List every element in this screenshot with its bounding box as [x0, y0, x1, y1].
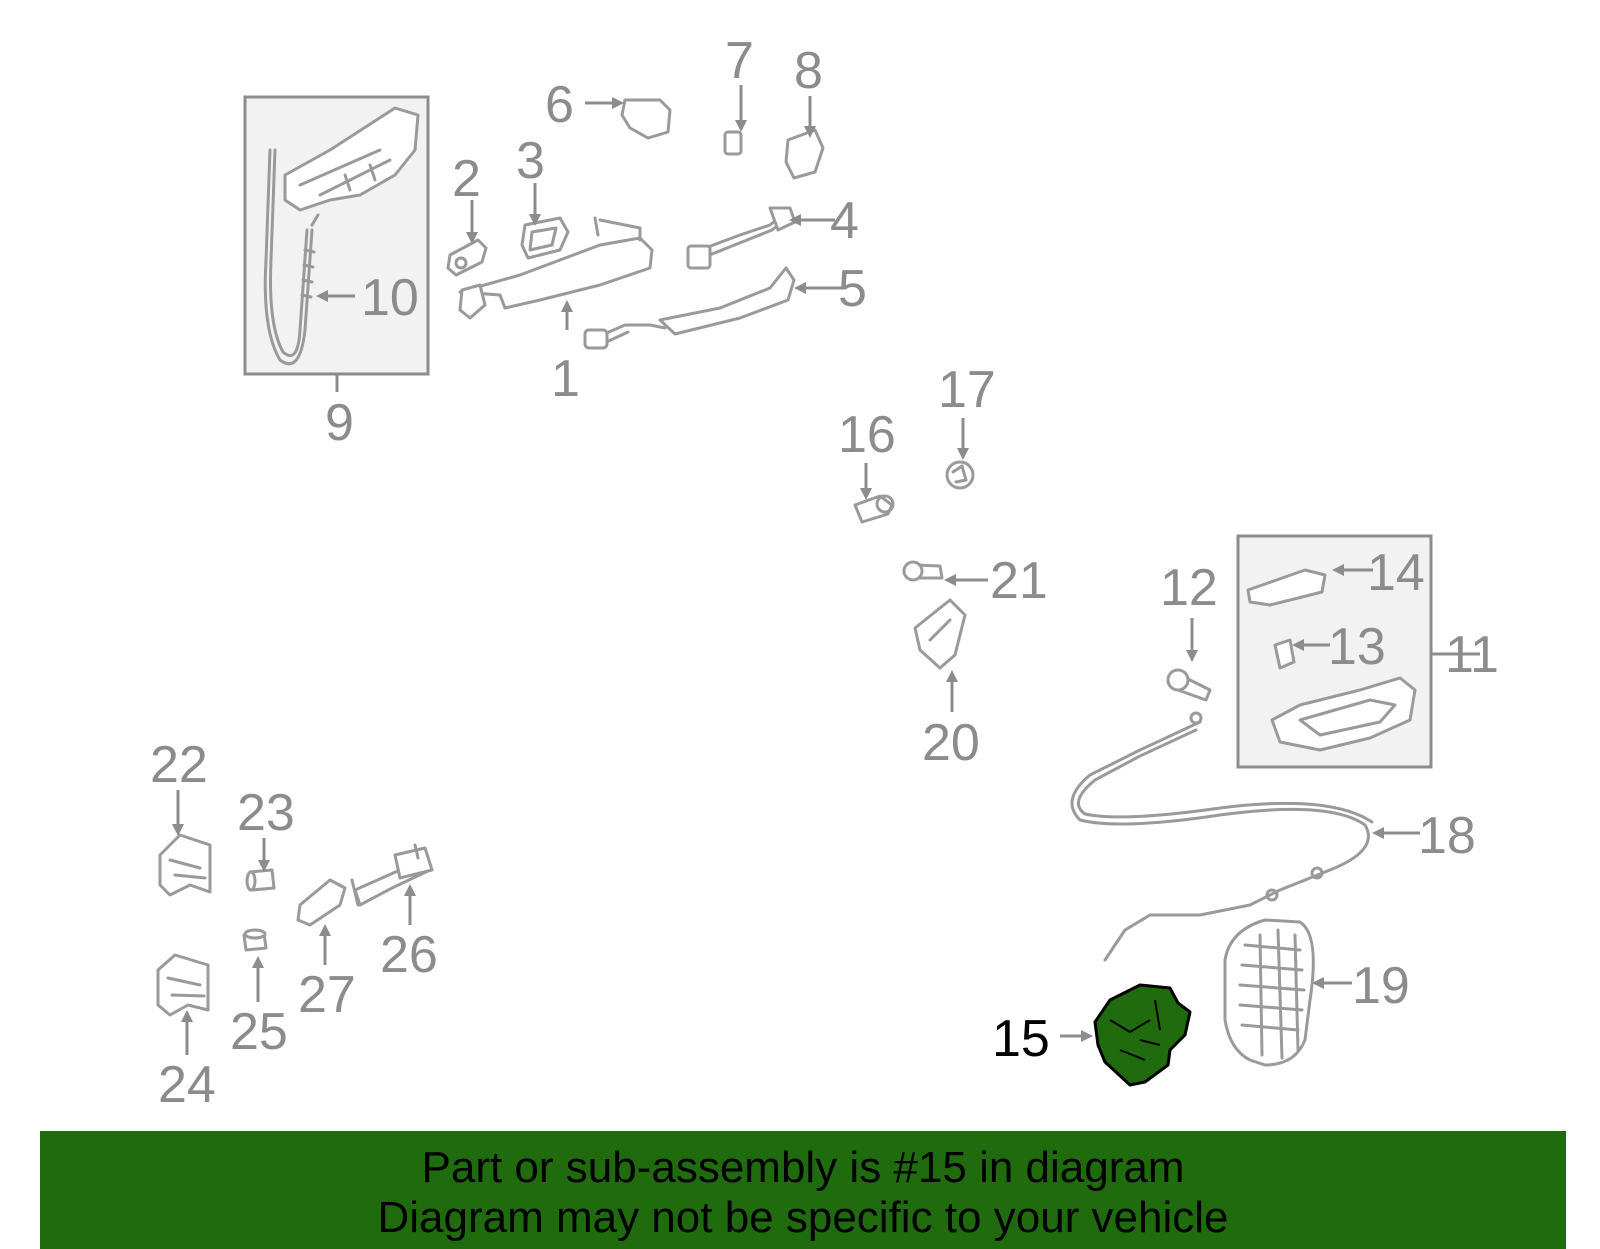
callout-15: 15 — [992, 1010, 1050, 1068]
callout-5: 5 — [838, 260, 867, 318]
part-27-pad — [296, 878, 347, 927]
part-8-cap — [784, 128, 825, 180]
banner-line-part: Part or sub-assembly is #15 in diagram — [421, 1143, 1185, 1192]
part-24-bracket — [156, 953, 210, 1017]
part-7-clip — [723, 130, 743, 156]
callout-22: 22 — [150, 736, 208, 794]
banner-line-disclaimer: Diagram may not be specific to your vehi… — [377, 1193, 1229, 1242]
callout-12: 12 — [1160, 559, 1218, 617]
callout-18: 18 — [1418, 807, 1476, 865]
part-16-bolt — [853, 494, 894, 524]
callout-25: 25 — [230, 1003, 288, 1061]
part-5-handle — [658, 266, 796, 336]
part-19-cover — [1223, 918, 1315, 1067]
callout-27: 27 — [298, 966, 356, 1024]
callout-23: 23 — [237, 784, 295, 842]
part-9-handle-frame — [283, 106, 420, 212]
callout-16: 16 — [838, 406, 896, 464]
callout-3: 3 — [516, 132, 545, 190]
callout-19: 19 — [1352, 957, 1410, 1015]
callout-2: 2 — [452, 150, 481, 208]
callout-1: 1 — [551, 350, 580, 408]
callout-10: 10 — [361, 269, 419, 327]
part-1-outside-handle — [458, 236, 654, 310]
part-14-cap — [1246, 568, 1327, 607]
part-18-cable — [1070, 720, 1370, 962]
callout-24: 24 — [158, 1056, 216, 1114]
callout-11: 11 — [1445, 626, 1499, 684]
part-2-gasket — [446, 238, 488, 277]
part-3-gasket — [520, 216, 570, 260]
part-20-striker — [913, 598, 967, 670]
callout-26: 26 — [380, 926, 438, 984]
callout-14: 14 — [1367, 544, 1425, 602]
callout-8: 8 — [794, 42, 823, 100]
part-6-clip — [620, 98, 672, 140]
callout-20: 20 — [922, 714, 980, 772]
part-15-lock-actuator — [1093, 983, 1192, 1087]
callout-21: 21 — [990, 552, 1048, 610]
info-banner: Part or sub-assembly is #15 in diagram D… — [40, 1131, 1566, 1249]
part-10-cable — [263, 148, 314, 366]
callout-9: 9 — [325, 394, 354, 452]
part-13-clip — [1273, 638, 1296, 670]
callout-4: 4 — [830, 192, 859, 250]
part-11-inside-handle — [1270, 676, 1417, 752]
callout-13: 13 — [1328, 618, 1386, 676]
part-17-plug — [945, 460, 975, 490]
callout-7: 7 — [725, 32, 754, 90]
callout-6: 6 — [545, 76, 574, 134]
callout-17: 17 — [938, 361, 996, 419]
leader-lines — [172, 85, 1480, 1055]
